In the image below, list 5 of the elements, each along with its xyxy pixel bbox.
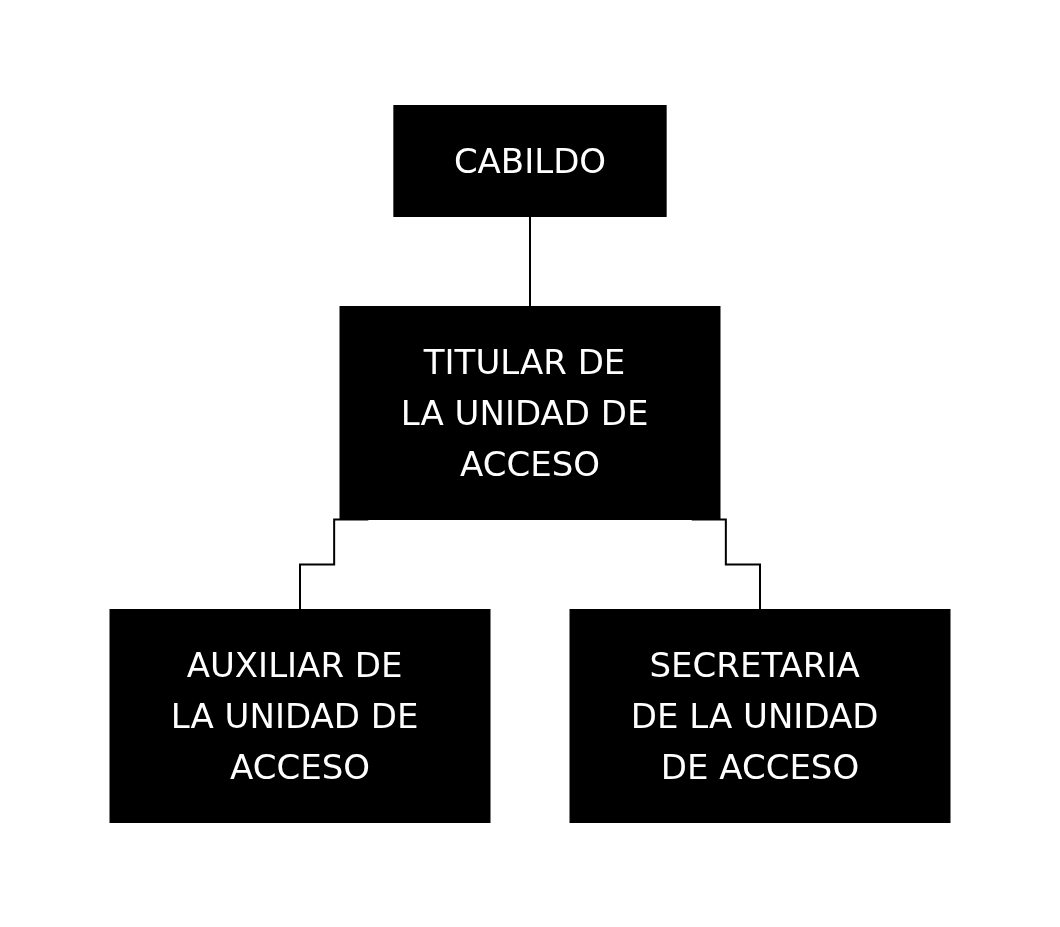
node-box: SECRETARIA DE LA UNIDAD DE ACCESO [569, 608, 951, 823]
connector [529, 215, 531, 307]
node-box: AUXILIAR DE LA UNIDAD DE ACCESO [109, 608, 491, 823]
node-box: TITULAR DE LA UNIDAD DE ACCESO [339, 305, 721, 520]
node-box: CABILDO [393, 104, 667, 217]
